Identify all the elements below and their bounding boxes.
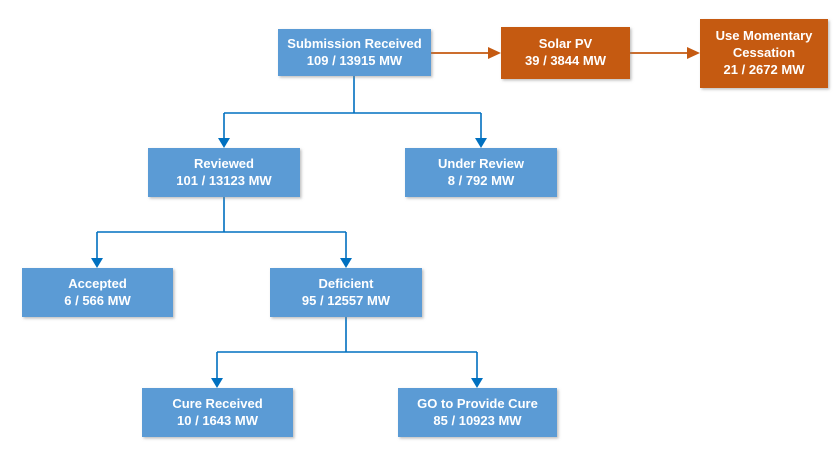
node-value: 101 / 13123 MW [176, 172, 272, 188]
node-value: 8 / 792 MW [447, 172, 515, 188]
node-label: Use Momentary Cessation [715, 28, 813, 61]
node-label: Submission Received [287, 35, 422, 51]
node-label: Cure Received [172, 395, 263, 411]
node-value: 10 / 1643 MW [177, 412, 258, 428]
node-label: Under Review [438, 155, 524, 171]
edge-submission-to-solar-pv [431, 47, 501, 59]
node-label: Accepted [68, 275, 127, 291]
node-use-momentary-cessation: Use Momentary Cessation 21 / 2672 MW [700, 19, 828, 88]
node-value: 21 / 2672 MW [723, 61, 805, 77]
node-label: Reviewed [194, 155, 254, 171]
node-value: 109 / 13915 MW [306, 52, 403, 68]
edge-submission-to-reviewed-under-review [218, 76, 487, 148]
node-value: 6 / 566 MW [64, 292, 131, 308]
node-value: 39 / 3844 MW [525, 53, 606, 68]
node-submission-received: Submission Received 109 / 13915 MW [278, 29, 431, 76]
node-label: Solar PV [538, 36, 593, 52]
node-deficient: Deficient 95 / 12557 MW [270, 268, 422, 317]
node-go-to-provide-cure: GO to Provide Cure 85 / 10923 MW [398, 388, 557, 437]
node-reviewed: Reviewed 101 / 13123 MW [148, 148, 300, 197]
node-value: 95 / 12557 MW [301, 292, 391, 308]
node-cure-received: Cure Received 10 / 1643 MW [142, 388, 293, 437]
node-label: Deficient [318, 275, 374, 291]
node-label: GO to Provide Cure [417, 395, 538, 411]
edge-solar-pv-to-momentary-cessation [630, 47, 700, 59]
node-accepted: Accepted 6 / 566 MW [22, 268, 173, 317]
node-under-review: Under Review 8 / 792 MW [405, 148, 557, 197]
edge-reviewed-to-accepted-deficient [91, 197, 352, 268]
node-solar-pv: Solar PV 39 / 3844 MW [501, 27, 630, 79]
node-value: 85 / 10923 MW [433, 412, 522, 428]
edge-deficient-to-cure-provide [211, 317, 483, 388]
